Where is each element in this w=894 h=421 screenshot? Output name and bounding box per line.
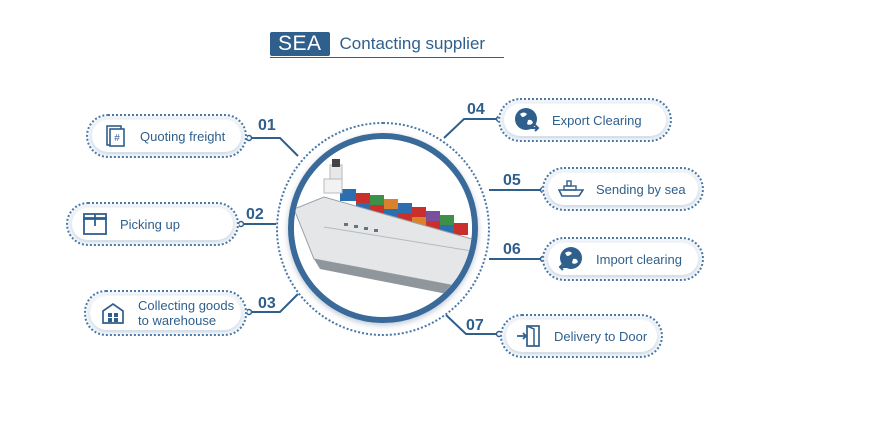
globe-arrow-icon — [514, 107, 540, 133]
step-label: Import clearing — [596, 251, 682, 267]
ship-icon — [558, 176, 584, 202]
step-label: Quoting freight — [140, 128, 226, 144]
step-import-clearing: Import clearing — [542, 237, 704, 281]
title-subtitle: Contacting supplier — [339, 34, 486, 53]
connector-03 — [247, 293, 299, 313]
door-enter-icon — [516, 323, 542, 349]
step-number-03: 03 — [258, 295, 276, 312]
step-number-04: 04 — [467, 101, 485, 118]
connector-04 — [443, 118, 500, 139]
step-label: Export Clearing — [552, 112, 642, 128]
step-number-06: 06 — [503, 241, 521, 258]
step-sending-by-sea: Sending by sea — [542, 167, 704, 211]
ship-circle-dotted-ring — [276, 122, 490, 336]
container-ship-icon — [294, 139, 472, 317]
title-underline — [270, 57, 504, 58]
step-picking-up: Picking up — [66, 202, 239, 246]
ship-image — [288, 133, 478, 323]
connector-07 — [445, 314, 500, 335]
invoice-icon: # — [102, 123, 128, 149]
step-label: Sending by sea — [596, 181, 686, 197]
step-number-05: 05 — [503, 172, 521, 189]
package-box-icon — [82, 211, 108, 237]
step-export-clearing: Export Clearing — [498, 98, 672, 142]
step-number-01: 01 — [258, 117, 276, 134]
globe-arrow-icon — [558, 246, 584, 272]
step-label: Delivery to Door — [554, 328, 648, 344]
step-number-02: 02 — [246, 206, 264, 223]
step-quoting-freight: # Quoting freight — [86, 114, 247, 158]
svg-text:#: # — [114, 133, 120, 144]
connector-01 — [247, 137, 299, 157]
warehouse-icon — [100, 300, 126, 326]
step-label: Collecting goods to warehouse — [138, 298, 235, 328]
diagram-title: SEA Contacting supplier — [270, 32, 485, 56]
step-number-07: 07 — [466, 317, 484, 334]
step-label: Picking up — [120, 216, 180, 232]
step-collecting-goods: Collecting goods to warehouse — [84, 290, 247, 336]
title-badge: SEA — [270, 32, 330, 56]
step-delivery-to-door: Delivery to Door — [500, 314, 663, 358]
